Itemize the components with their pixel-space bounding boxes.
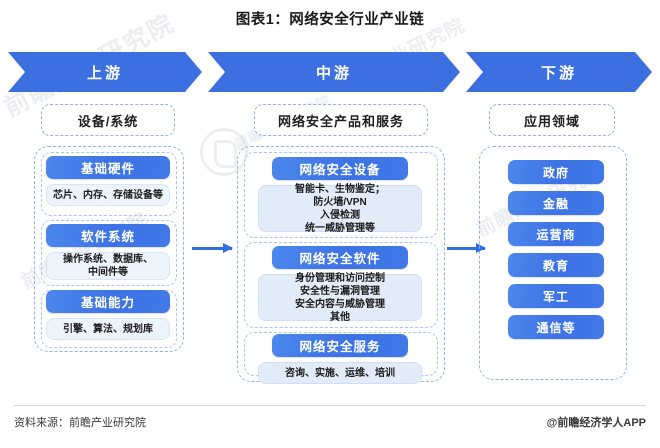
group-basic-hardware xyxy=(41,152,177,216)
section-label-equipment-system: 设备/系统 xyxy=(41,104,175,136)
group-security-equipment xyxy=(244,152,438,238)
box-education: 教育 xyxy=(508,253,604,277)
subbox-line: 安全内容与威胁管理 xyxy=(295,298,385,310)
subbox-line: 中间件等 xyxy=(88,267,128,278)
column-upstream xyxy=(34,146,184,352)
box-security-service: 网络安全服务 xyxy=(272,334,408,357)
footer-divider xyxy=(14,405,646,406)
subbox-basic-capability-items: 引擎、算法、规划库 xyxy=(46,318,170,340)
subbox-software-system-items: 操作系统、数据库、 中间件等 xyxy=(46,252,170,280)
box-software-system: 软件系统 xyxy=(46,224,170,247)
stage-chevron-upstream: 上游 xyxy=(8,52,202,92)
subbox-line: 身份管理和访问控制 xyxy=(295,272,385,284)
subbox-line: 其他 xyxy=(330,311,350,323)
section-label-products-services: 网络安全产品和服务 xyxy=(254,104,428,136)
subbox-line: 统一威胁管理等 xyxy=(305,222,375,234)
box-finance: 金融 xyxy=(508,191,604,215)
stage-chevron-midstream: 中游 xyxy=(208,52,460,92)
subbox-basic-hardware-items: 芯片、内存、存储设备等 xyxy=(46,184,170,206)
box-security-software: 网络安全软件 xyxy=(272,246,408,269)
stage-banner: 上游 中游 下游 xyxy=(8,52,652,92)
box-government: 政府 xyxy=(508,160,604,184)
group-security-software xyxy=(244,242,438,328)
section-label-application-fields: 应用领域 xyxy=(489,104,615,136)
arrow-midstream-to-downstream xyxy=(447,243,486,253)
box-basic-hardware: 基础硬件 xyxy=(46,156,170,179)
subbox-line: 智能卡、生物鉴定； xyxy=(295,183,385,195)
source-note: 资料来源：前瞻产业研究院 xyxy=(14,417,146,429)
box-security-equipment: 网络安全设备 xyxy=(272,157,408,180)
stage-chevron-downstream: 下游 xyxy=(466,52,652,92)
box-operator: 运营商 xyxy=(508,222,604,246)
box-military: 军工 xyxy=(508,284,604,308)
subbox-line: 操作系统、数据库、 xyxy=(63,254,153,265)
box-basic-capability: 基础能力 xyxy=(46,290,170,313)
subbox-line: 入侵检测 xyxy=(320,209,360,221)
arrow-upstream-to-midstream xyxy=(192,243,233,253)
subbox-security-equipment-items: 智能卡、生物鉴定； 防火墙/VPN 入侵检测 统一威胁管理等 xyxy=(258,183,422,234)
column-downstream xyxy=(479,146,627,380)
credit-note: @前瞻经济学人APP xyxy=(546,417,646,429)
subbox-line: 安全性与漏洞管理 xyxy=(300,285,380,297)
group-software-system xyxy=(41,220,177,286)
subbox-security-software-items: 身份管理和访问控制 安全性与漏洞管理 安全内容与威胁管理 其他 xyxy=(258,272,422,323)
subbox-line: 防火墙/VPN xyxy=(313,196,367,208)
subbox-security-service-items: 咨询、实施、运维、培训 xyxy=(258,362,422,384)
page-title: 图表1：网络安全行业产业链 xyxy=(235,12,425,28)
box-communication: 通信等 xyxy=(508,315,604,339)
